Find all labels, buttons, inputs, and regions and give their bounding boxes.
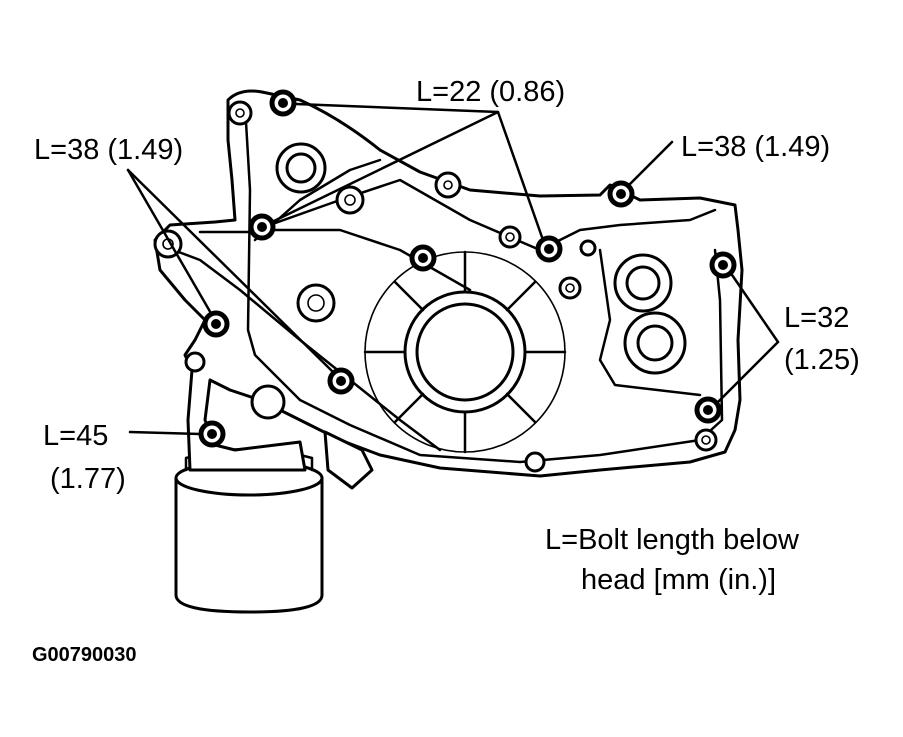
label-l38-left: L=38 (1.49) xyxy=(34,134,184,166)
legend-line-2: head [mm (in.)] xyxy=(581,564,776,596)
figure-code: G00790030 xyxy=(32,644,137,666)
label-l32: L=32 xyxy=(784,302,850,334)
label-l32-inch: (1.25) xyxy=(784,344,860,376)
pump-bore xyxy=(363,250,567,454)
oil-filter xyxy=(174,447,324,614)
bolts xyxy=(198,89,737,448)
legend-line-1: L=Bolt length below xyxy=(545,524,799,556)
leader-lines xyxy=(126,102,780,436)
label-l45: L=45 xyxy=(43,420,109,452)
label-l38-right: L=38 (1.49) xyxy=(681,131,831,163)
label-l22: L=22 (0.86) xyxy=(416,76,566,108)
label-l45-inch: (1.77) xyxy=(50,463,126,495)
